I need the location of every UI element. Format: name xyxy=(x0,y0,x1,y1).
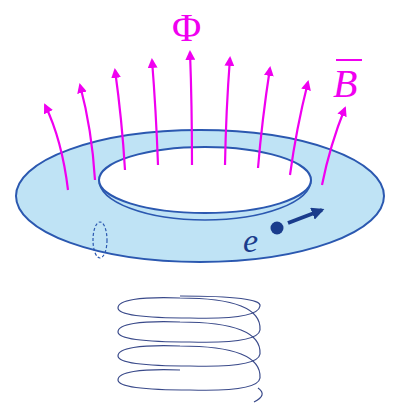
coil-lead xyxy=(254,388,262,402)
field-symbol: B xyxy=(333,64,357,104)
coil-path xyxy=(118,296,260,390)
electron xyxy=(271,210,323,235)
flux-symbol: Φ xyxy=(172,8,201,48)
vector-bar xyxy=(336,59,362,61)
torus-ring xyxy=(16,130,384,262)
electron-symbol: e xyxy=(243,224,258,258)
flux-arrows xyxy=(45,52,345,190)
coil-winding xyxy=(118,296,262,402)
